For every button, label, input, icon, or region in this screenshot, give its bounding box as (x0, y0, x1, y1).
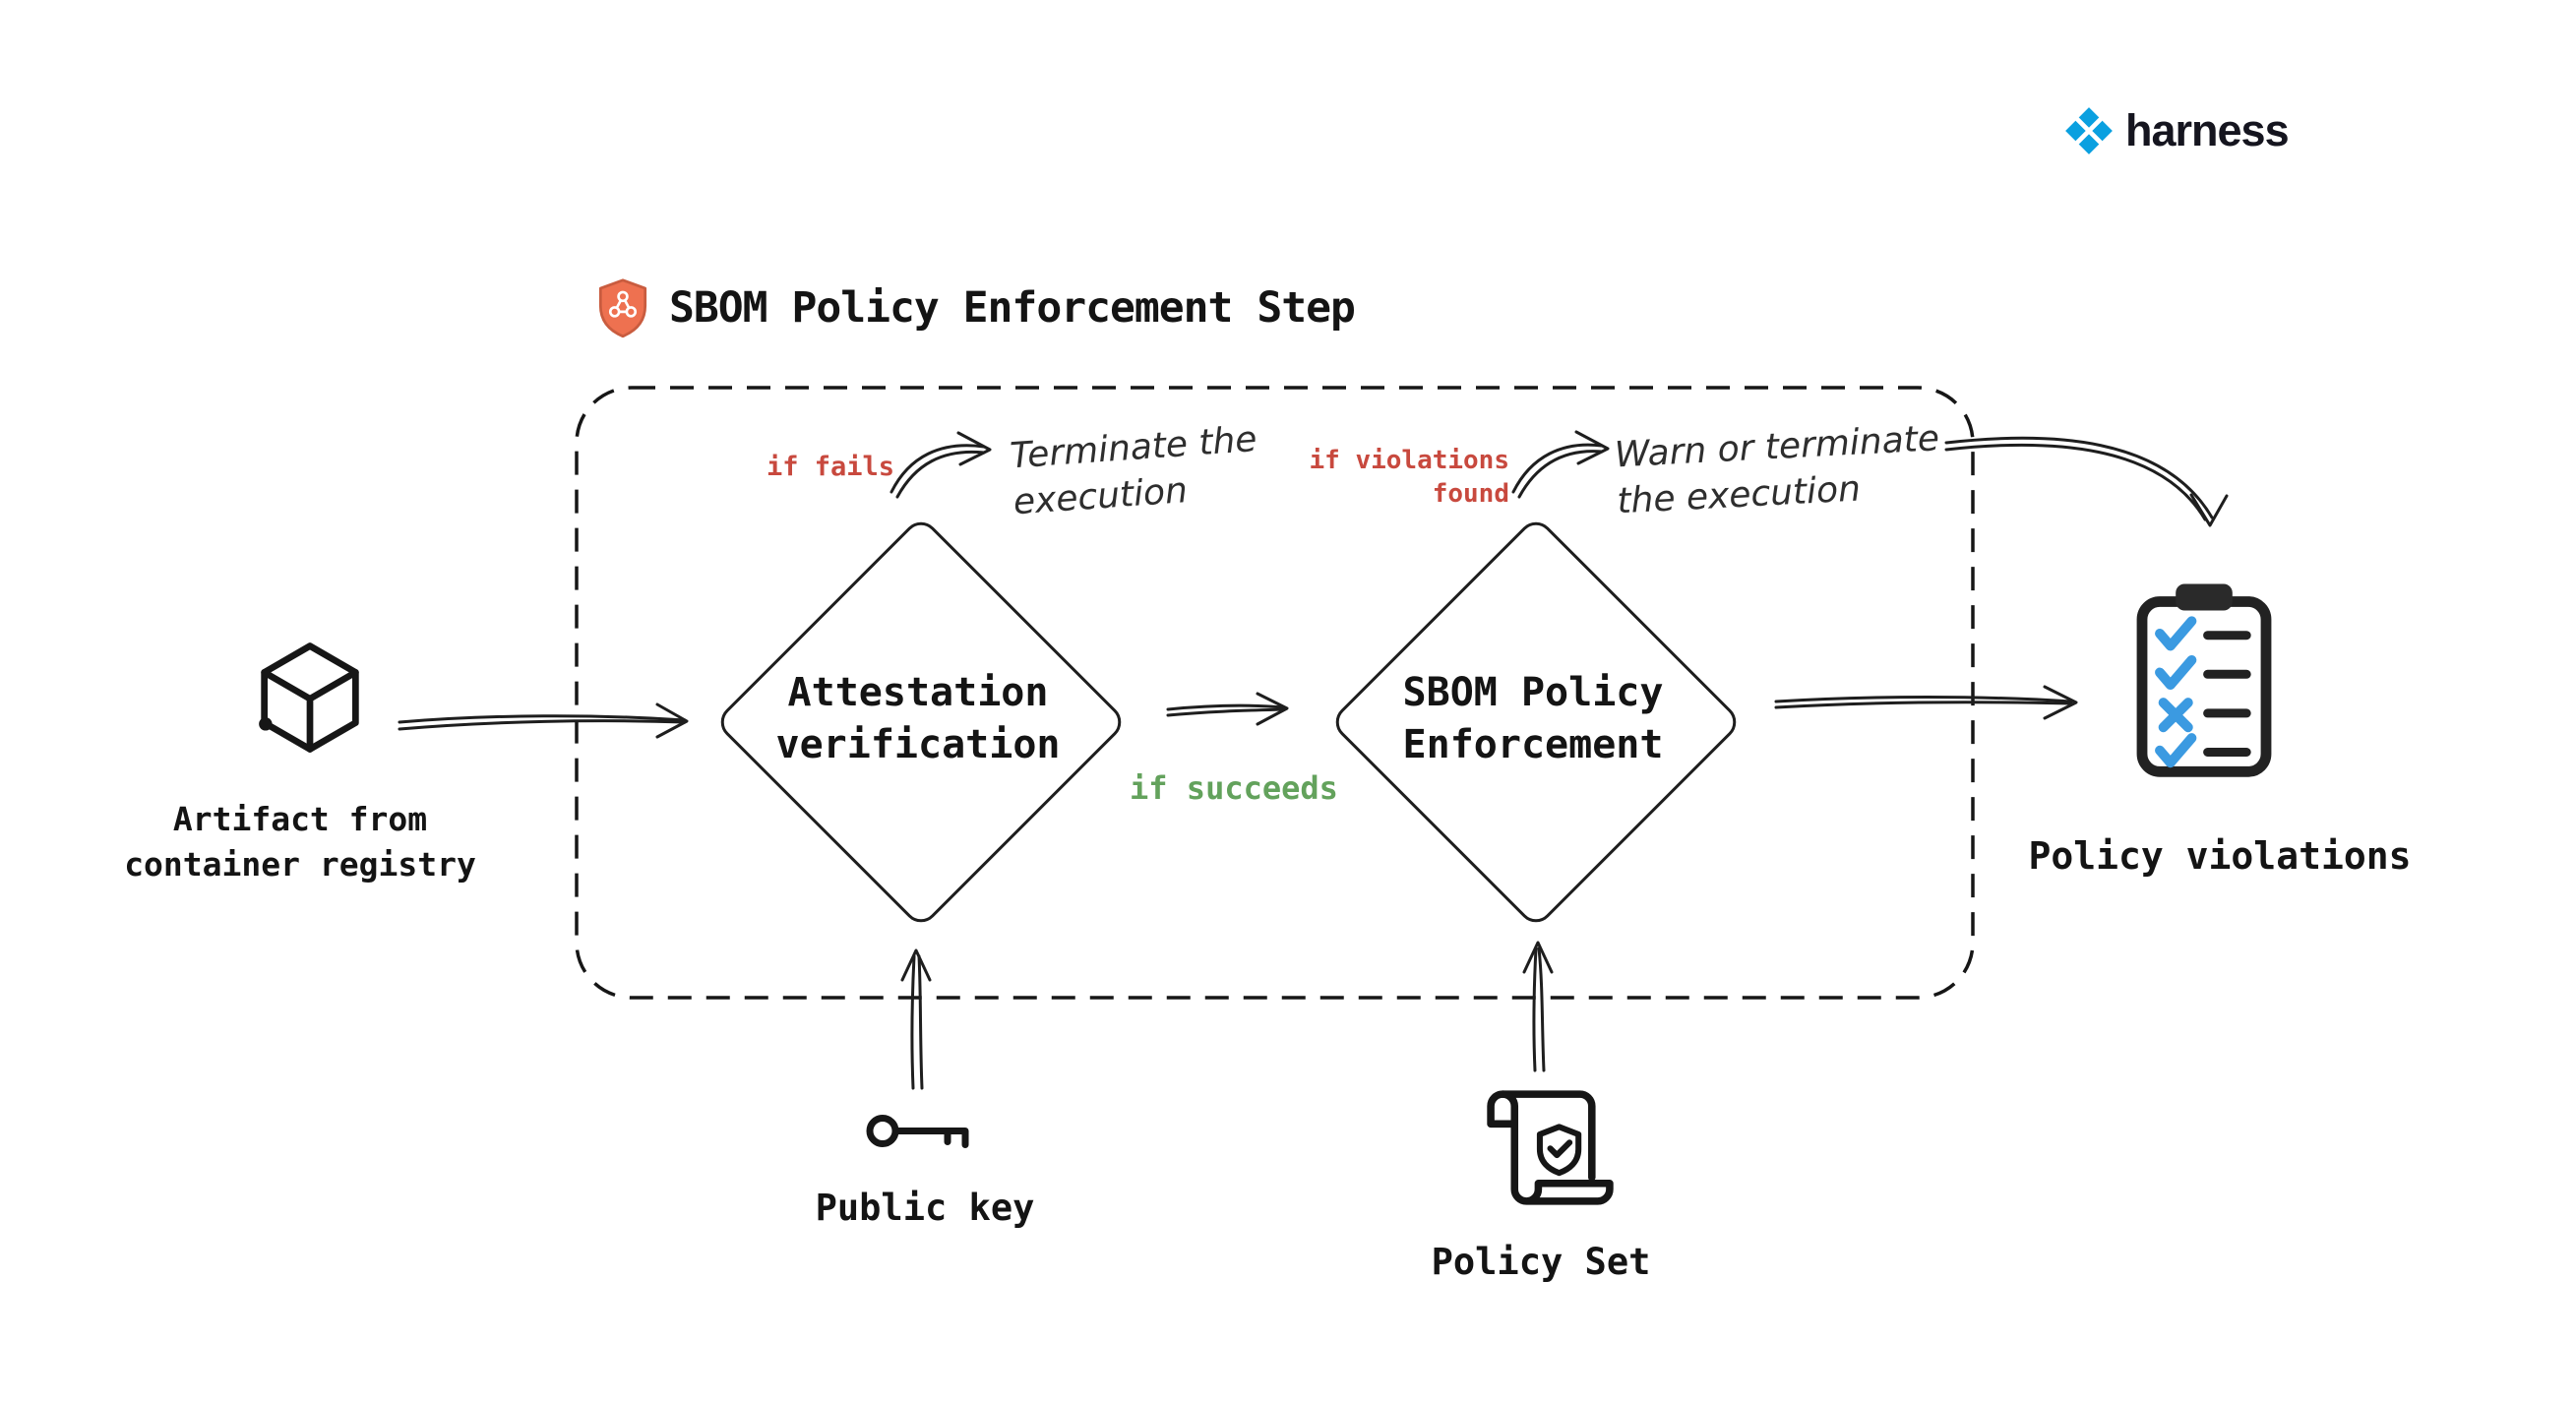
cube-icon (250, 638, 370, 762)
page-title: SBOM Policy Enforcement Step (669, 283, 1356, 333)
harness-logo-icon (2065, 107, 2113, 154)
if-fails-label: if fails (767, 452, 895, 482)
policy-set-label: Policy Set (1431, 1241, 1651, 1283)
diagram-title-block: SBOM Policy Enforcement Step (596, 277, 1356, 338)
shield-network-icon (598, 278, 647, 338)
artifact-label-line2: container registry (124, 845, 476, 884)
harness-logo: harness (2062, 104, 2290, 157)
enforcement-boundary (575, 386, 1975, 1000)
attestation-label-line2: verification (775, 721, 1061, 767)
if-violations-line2: found (1432, 478, 1509, 509)
if-succeeds-label: if succeeds (1130, 769, 1338, 807)
attestation-label: Attestation verification (721, 667, 1115, 771)
artifact-label: Artifact from container registry (84, 797, 517, 887)
scroll-policy-icon (1479, 1076, 1622, 1223)
if-violations-label: if violations found (1263, 445, 1510, 512)
enforcement-label: SBOM Policy Enforcement (1336, 667, 1730, 771)
clipboard-checklist-icon (2116, 579, 2293, 788)
public-key-label: Public key (815, 1187, 1035, 1229)
enforcement-label-line1: SBOM Policy (1402, 670, 1664, 715)
artifact-label-line1: Artifact from (172, 800, 428, 838)
policy-violations-label: Policy violations (2028, 834, 2412, 878)
if-violations-line1: if violations (1309, 446, 1510, 475)
attestation-label-line1: Attestation (787, 670, 1049, 715)
harness-logo-text: harness (2125, 105, 2290, 155)
key-icon (863, 1104, 973, 1160)
enforcement-label-line2: Enforcement (1402, 721, 1664, 767)
